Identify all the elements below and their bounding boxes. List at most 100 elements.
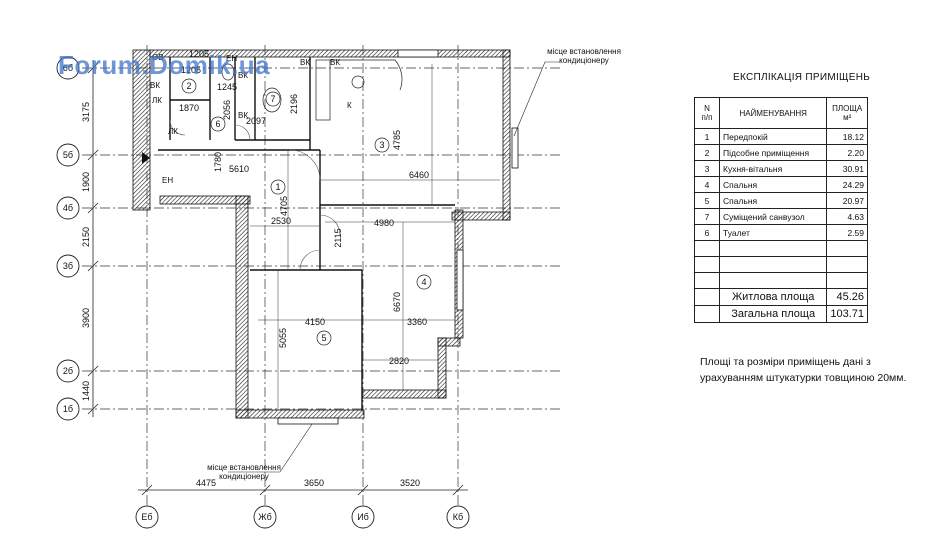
interior-dim-lines <box>250 64 500 410</box>
row-number: 4 <box>694 176 720 193</box>
row-name: Спальня <box>718 176 828 193</box>
row-axis-markers: 6б 5б 4б 3б 2б 1б <box>56 56 80 421</box>
table-row: 2 Підсобне приміщення 2.20 <box>694 144 868 161</box>
axis-label-1b: 1б <box>63 404 73 414</box>
header-n-label: N <box>704 104 710 113</box>
row-name: Підсобне приміщення <box>718 144 828 161</box>
dim-label: 2115 <box>333 228 343 247</box>
note: Площі та розміри приміщень дані з урахув… <box>700 354 906 386</box>
row-area: 30.91 <box>826 160 868 177</box>
row-number: 7 <box>694 208 720 225</box>
ac-label-top: місце встановлення <box>547 47 621 56</box>
total-area-row: Загальна площа 103.71 <box>694 305 868 323</box>
mark-label: ЕН <box>226 54 237 63</box>
dim-label: 4475 <box>196 478 216 488</box>
dim-label: 5610 <box>229 164 249 174</box>
dim-label: 2530 <box>271 216 291 226</box>
engineering-marks: ОВ ВК ВК ВК ВК ВК ЕН К ЛК ЛК ЕН <box>150 53 352 185</box>
empty-row <box>694 256 868 273</box>
total-area-label: Загальна площа <box>718 305 828 323</box>
windows <box>277 49 519 425</box>
axis-label-4b: 4б <box>63 203 73 213</box>
watermark: Forum.Domik.ua <box>58 50 271 80</box>
note-line: Площі та розміри приміщень дані з <box>700 356 871 368</box>
dim-label: 3360 <box>407 317 427 327</box>
room-number-4: 4 <box>421 277 426 287</box>
interior-dim-labels: 1205 1205 1245 1870 2056 2196 2097 4785 … <box>179 49 429 366</box>
dim-label: 4705 <box>279 196 289 216</box>
header-area: ПЛОЩА м² <box>826 97 868 129</box>
left-dimension-chain <box>87 60 99 417</box>
bottom-dimension-chain <box>138 484 468 496</box>
row-number: 6 <box>694 224 720 241</box>
ac-label-bottom: кондиціонеру <box>219 472 269 481</box>
dim-label: 2196 <box>289 94 299 114</box>
axis-label-eb: Еб <box>141 512 152 522</box>
dim-label: 1870 <box>179 103 199 113</box>
header-n: N п/п <box>694 97 720 129</box>
dim-label: 1780 <box>213 152 223 172</box>
mark-label: ВК <box>238 71 248 80</box>
note-line: урахуванням штукатурки товщиною 20мм. <box>700 372 907 384</box>
room-number-3: 3 <box>379 140 384 150</box>
dim-label: 5055 <box>278 328 288 348</box>
table-row: 7 Суміщений санвузол 4.63 <box>694 208 868 225</box>
axis-label-kb: Кб <box>453 512 463 522</box>
row-number: 2 <box>694 144 720 161</box>
axis-label-ib: Иб <box>357 512 369 522</box>
mark-label: ЛК <box>168 127 178 136</box>
dim-label: 1205 <box>189 49 209 59</box>
row-area: 18.12 <box>826 128 868 145</box>
fixtures <box>221 59 403 121</box>
dim-label: 4980 <box>374 218 394 228</box>
room-number-2: 2 <box>186 81 191 91</box>
table-row: 6 Туалет 2.59 <box>694 224 868 241</box>
axis-label-zhb: Жб <box>258 512 271 522</box>
empty-row <box>694 272 868 289</box>
dim-label: 6460 <box>409 170 429 180</box>
table-row: 4 Спальня 24.29 <box>694 176 868 193</box>
mark-label: ВК <box>330 58 340 67</box>
living-area-value: 45.26 <box>826 288 868 306</box>
table-row: 1 Передпокій 18.12 <box>694 128 868 145</box>
ac-leaders <box>228 61 560 473</box>
dim-label: 3900 <box>81 308 91 328</box>
dim-label: 2056 <box>222 100 232 120</box>
row-area: 4.63 <box>826 208 868 225</box>
room-number-1: 1 <box>275 182 280 192</box>
column-axis-markers: Еб Жб Иб Кб <box>135 505 470 529</box>
row-area: 2.20 <box>826 144 868 161</box>
row-area: 24.29 <box>826 176 868 193</box>
axis-label-2b: 2б <box>63 366 73 376</box>
row-name: Кухня-вітальня <box>718 160 828 177</box>
dim-label: 3650 <box>304 478 324 488</box>
row-number: 5 <box>694 192 720 209</box>
row-name: Суміщений санвузол <box>718 208 828 225</box>
row-number: 1 <box>694 128 720 145</box>
dim-label: 1440 <box>81 381 91 401</box>
dim-label: 3175 <box>81 102 91 122</box>
dim-label: 3520 <box>400 478 420 488</box>
row-name: Туалет <box>718 224 828 241</box>
mark-label: ВК <box>300 58 310 67</box>
ac-labels: місце встановлення кондиціонеру місце вс… <box>207 47 621 481</box>
floor-plan: 3175 1900 2150 3900 1440 6б 5б 4б 3б 2б … <box>56 45 621 529</box>
mark-label: К <box>347 101 352 110</box>
row-area: 20.97 <box>826 192 868 209</box>
entrance-arrow-icon <box>142 152 150 164</box>
axis-label-3b: 3б <box>63 261 73 271</box>
dim-label: 2097 <box>246 116 266 126</box>
row-name: Спальня <box>718 192 828 209</box>
header-area-unit: м² <box>843 113 852 122</box>
mark-label: ЕН <box>162 176 173 185</box>
row-name: Передпокій <box>718 128 828 145</box>
mark-label: ВК <box>150 81 160 90</box>
dim-label: 2150 <box>81 227 91 247</box>
explication-title: ЕКСПЛІКАЦІЯ ПРИМІЩЕНЬ <box>733 72 871 83</box>
row-number: 3 <box>694 160 720 177</box>
empty-row <box>694 240 868 257</box>
axis-label-5b: 5б <box>63 150 73 160</box>
row-span-labels: 3175 1900 2150 3900 1440 <box>81 102 91 401</box>
table-header-row: N п/п НАЙМЕНУВАННЯ ПЛОЩА м² <box>694 97 868 129</box>
living-area-row: Житлова площа 45.26 <box>694 288 868 306</box>
